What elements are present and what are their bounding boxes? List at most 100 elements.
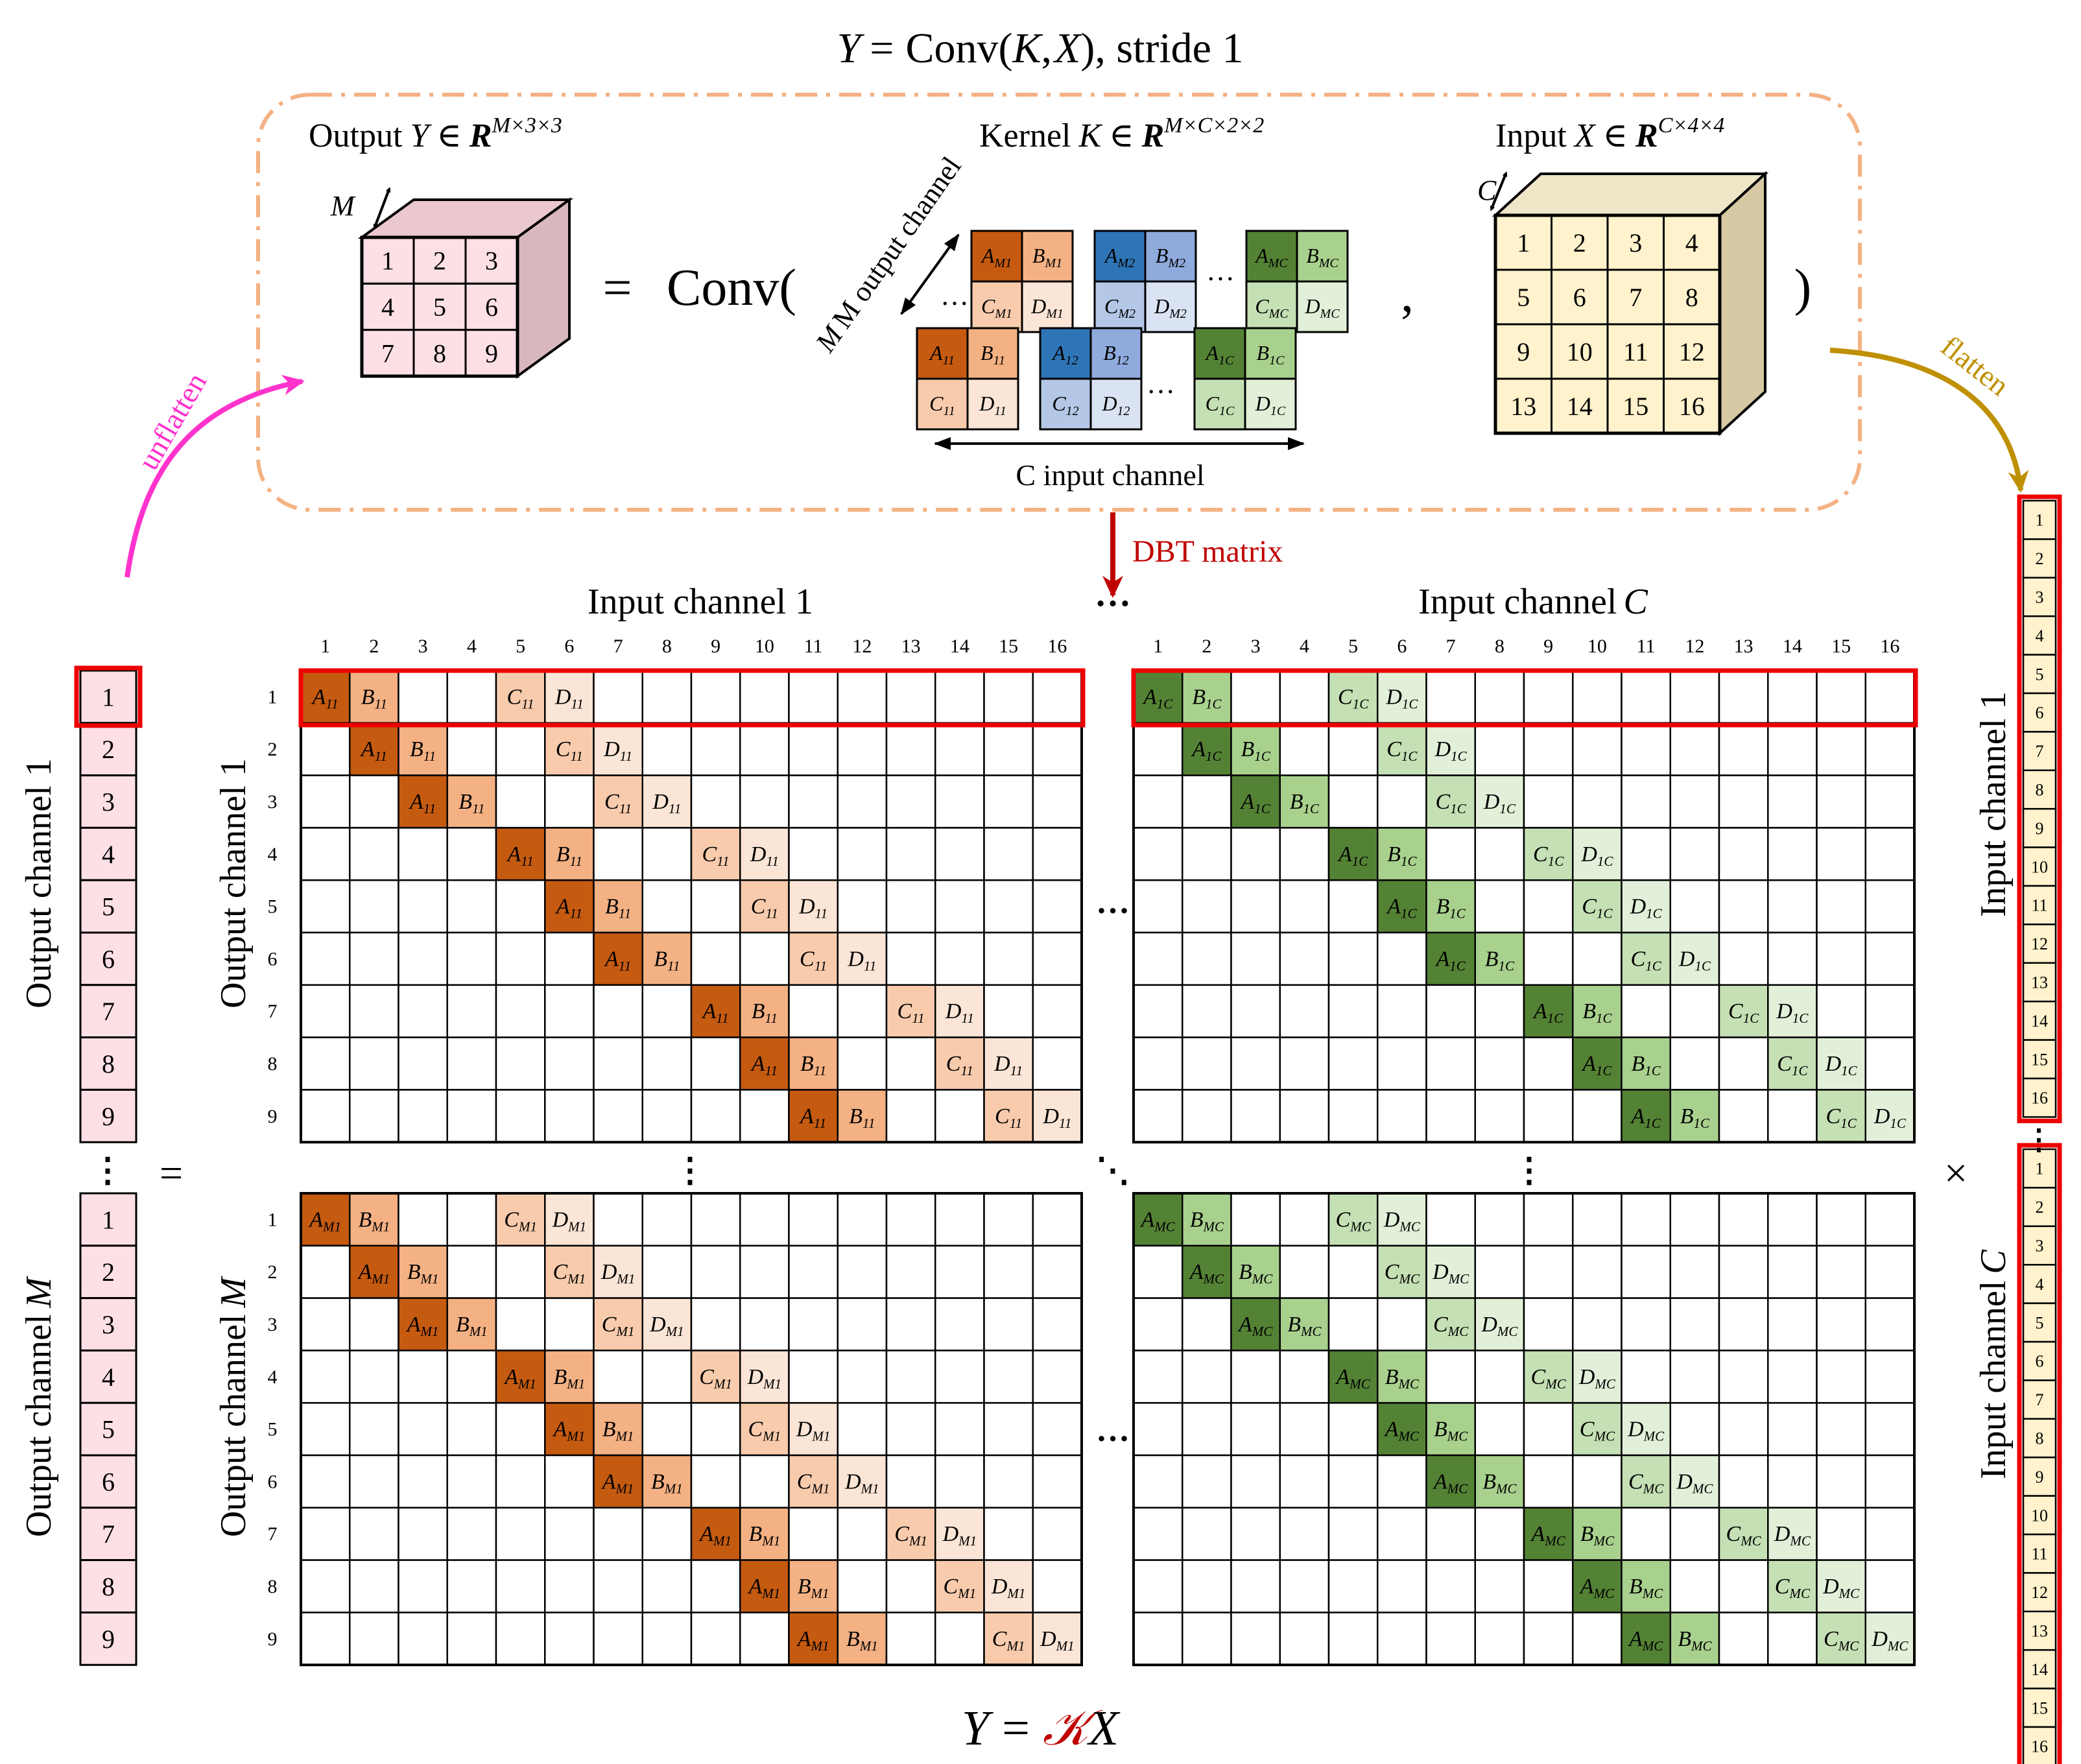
dbt-zero-cell [398, 1401, 448, 1457]
dbt-zero-cell [398, 1350, 448, 1404]
col-number: 9 [711, 636, 720, 657]
dbt-entry-label: D1C [1678, 947, 1711, 973]
input-vector-cell [2022, 731, 2057, 772]
dbt-zero-cell [1523, 774, 1574, 829]
dbt-zero-cell [1669, 1350, 1720, 1404]
col-number: 9 [1543, 636, 1553, 657]
dbt-entry [983, 1036, 1034, 1091]
dbt-entry-label: DMC [1676, 1470, 1713, 1496]
dbt-entry [1132, 669, 1183, 724]
kernel-cell-label: BM1 [1032, 244, 1062, 270]
dbt-entry-label: AMC [1139, 1208, 1175, 1234]
dbt-entry-label: BMC [1287, 1313, 1322, 1339]
dbt-zero-cell [1767, 1401, 1818, 1457]
dbt-zero-cell [1864, 984, 1916, 1038]
dbt-entry-label: BMC [1239, 1260, 1273, 1287]
dbt-zero-cell [1474, 1089, 1525, 1143]
dbt-zero-cell [398, 1507, 448, 1561]
dbt-zero-cell [495, 1297, 546, 1352]
dbt-entry-label: DMC [1578, 1365, 1616, 1392]
dbt-zero-cell [1572, 1245, 1623, 1299]
dbt-zero-cell [398, 1089, 448, 1143]
input-vector-cell [2022, 1687, 2057, 1728]
dbt-zero-cell [1864, 1454, 1916, 1509]
dbt-entry-label: C11 [898, 999, 925, 1026]
col-number: 14 [1783, 636, 1802, 657]
dbt-zero-cell [788, 774, 838, 829]
dbt-entry-label: D1C [1483, 790, 1516, 816]
dbt-entry-label: BM1 [651, 1470, 683, 1496]
right-vector-vdots: ⋮ [2025, 1124, 2053, 1156]
dbt-zero-cell [1767, 1192, 1818, 1247]
output-vector-cell [79, 1192, 137, 1247]
input-vector-cell [2022, 1610, 2057, 1651]
kernel-cell [1093, 280, 1147, 333]
dbt-zero-cell [837, 984, 888, 1038]
dbt-entry-label: C1C [1728, 999, 1759, 1026]
dbt-entry-label: A1C [1386, 895, 1417, 922]
dbt-zero-cell [1474, 669, 1525, 724]
col-number: 10 [1588, 636, 1607, 657]
dbt-entry-label: C11 [507, 685, 534, 711]
dbt-entry-label: AMC [1530, 1522, 1565, 1549]
dbt-zero-cell [1669, 1507, 1720, 1561]
input-vector-cell [2022, 615, 2057, 656]
output-cell-label: 1 [381, 246, 394, 276]
dbt-zero-cell [1474, 1401, 1525, 1457]
dbt-zero-cell [495, 1612, 546, 1666]
dbt-entry [641, 774, 693, 829]
dbt-entry-label: B11 [654, 947, 680, 973]
input-vector-cell [2022, 654, 2057, 695]
dbt-zero-cell [446, 722, 497, 776]
dbt-entry [1621, 931, 1671, 986]
dbt-entry-label: D1C [1580, 842, 1613, 869]
dbt-zero-cell [300, 1559, 351, 1614]
dbt-zero-cell [398, 931, 448, 986]
input-vector-cell-label: 7 [2036, 1390, 2044, 1409]
dbt-zero-cell [1669, 1036, 1720, 1091]
dbt-entry-label: AMC [1433, 1470, 1468, 1496]
dbt-zero-cell [1182, 1454, 1232, 1509]
dbt-zero-cell [1327, 879, 1379, 934]
dbt-entry-label: BM1 [407, 1260, 439, 1287]
input-cell-label: 13 [1510, 392, 1536, 421]
dbt-zero-cell [1718, 1245, 1769, 1299]
dbt-zero-cell [983, 669, 1034, 724]
input-vector-cell [2022, 962, 2057, 1003]
flatten-arrow [1829, 348, 2029, 493]
dbt-entry-label: AM1 [308, 1208, 341, 1234]
row-number: 8 [268, 1576, 278, 1597]
input-vector-cell-label: 7 [2036, 742, 2044, 761]
output-vector-cell-label: 6 [102, 944, 115, 973]
dbt-zero-cell [446, 879, 497, 934]
dbt-zero-cell [1523, 931, 1574, 986]
dbt-zero-cell [1132, 774, 1183, 829]
dbt-zero-cell [1718, 879, 1769, 934]
kernel-dots-front1: … [1147, 368, 1175, 399]
dbt-zero-cell [1669, 1559, 1720, 1614]
dbt-entry [1182, 1192, 1232, 1247]
col-number: 16 [1047, 636, 1067, 657]
dbt-zero-cell [1718, 1454, 1769, 1509]
dbt-zero-cell [690, 1245, 741, 1299]
input-vector-cell-label: 9 [2036, 1468, 2044, 1486]
input-cell-label: 6 [1573, 283, 1586, 312]
dbt-zero-cell [641, 1350, 693, 1404]
dbt-entry-label: A11 [702, 999, 729, 1026]
col-number: 7 [613, 636, 623, 657]
dbt-zero-cell [1572, 1297, 1623, 1352]
dbt-zero-cell [1032, 1297, 1083, 1352]
input-vector-cell-label: 2 [2036, 549, 2044, 568]
dbt-zero-cell [446, 669, 497, 724]
row-number: 2 [268, 1261, 278, 1283]
input-cell-label: 3 [1629, 228, 1642, 257]
col-number: 13 [1734, 636, 1754, 657]
col-number: 12 [852, 636, 872, 657]
dbt-zero-cell [837, 1559, 888, 1614]
dbt-entry [788, 931, 838, 986]
times-sign: × [1944, 1150, 1968, 1196]
output-vector-cell-label: 8 [102, 1049, 115, 1079]
